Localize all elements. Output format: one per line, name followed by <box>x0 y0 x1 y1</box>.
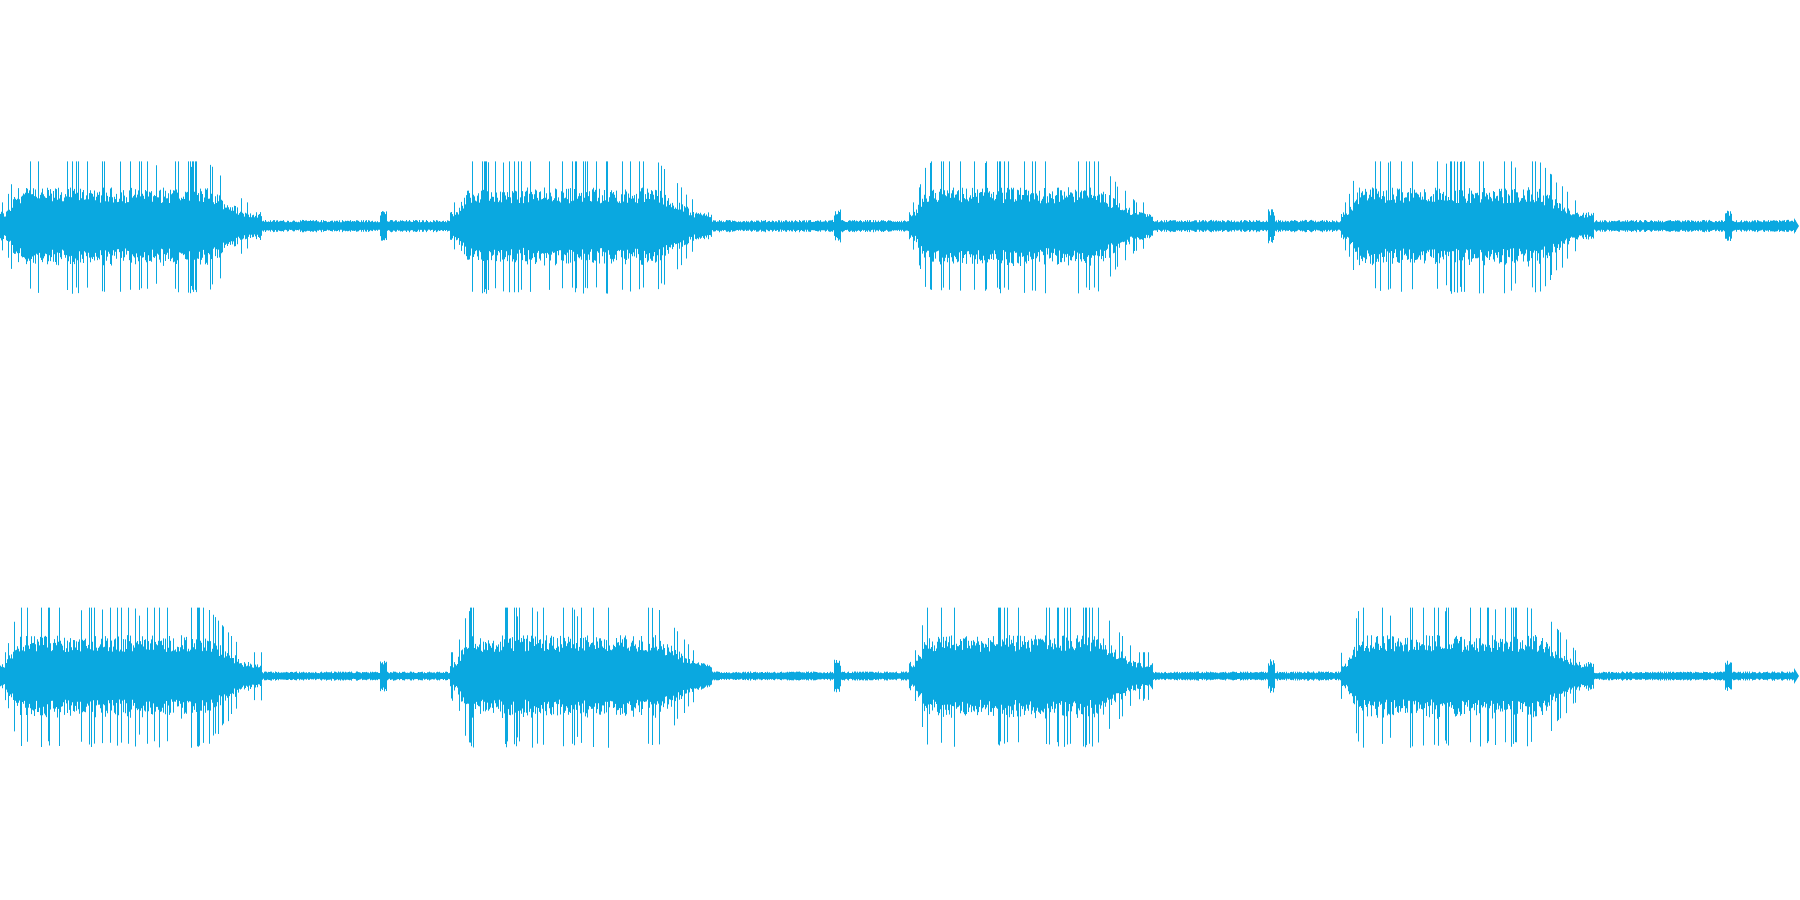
waveform-channel-right <box>0 607 1799 748</box>
waveform-channel-left <box>0 161 1799 294</box>
waveform-end-cap <box>1794 218 1799 234</box>
waveform-trace <box>0 607 1796 748</box>
waveform-end-cap <box>1794 668 1799 684</box>
waveform-trace <box>0 161 1796 294</box>
